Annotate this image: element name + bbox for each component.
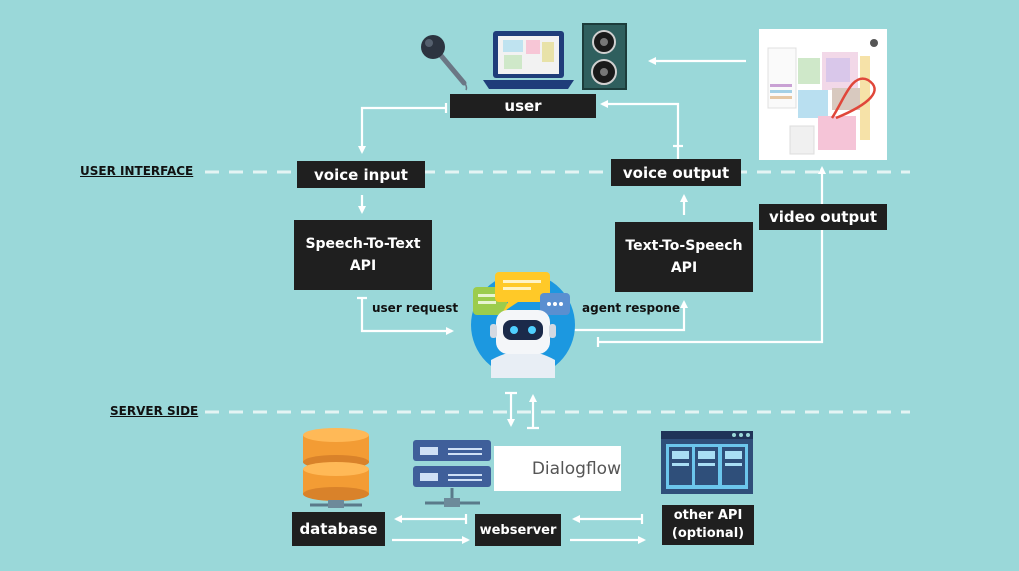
arrow-webserver-to-database bbox=[396, 514, 468, 524]
webserver-node: webserver bbox=[475, 514, 561, 546]
tts-title-line2: API bbox=[670, 260, 698, 276]
web-dashboard-icon bbox=[661, 431, 753, 494]
other-api-node: other API (optional) bbox=[662, 505, 754, 545]
arrow-server-to-chatbot bbox=[527, 396, 539, 430]
arrow-chatbot-to-server bbox=[505, 391, 517, 425]
speaker-icon bbox=[582, 23, 627, 90]
chatbot-icon bbox=[471, 272, 575, 378]
video-output-node: video output bbox=[759, 204, 887, 230]
arrow-voice-output-to-user bbox=[600, 100, 680, 160]
other-api-line2: (optional) bbox=[671, 526, 745, 541]
database-icon bbox=[303, 428, 369, 508]
laptop-icon bbox=[483, 31, 574, 89]
microphone-icon bbox=[421, 35, 468, 91]
arrow-otherapi-to-webserver bbox=[574, 514, 644, 524]
other-api-line1: other API bbox=[673, 508, 743, 523]
section-user-interface: USER INTERFACE bbox=[80, 164, 194, 178]
user-node: user bbox=[450, 94, 596, 118]
arrow-chatbot-to-tts bbox=[568, 300, 688, 332]
section-server-side: SERVER SIDE bbox=[110, 404, 199, 418]
floor-map-icon bbox=[759, 29, 887, 160]
stt-title-line1: Speech-To-Text bbox=[305, 236, 421, 252]
voice-output-node: voice output bbox=[611, 159, 741, 186]
speech-to-text-node: Speech-To-Text API bbox=[294, 220, 432, 290]
tts-title-line1: Text-To-Speech bbox=[625, 238, 743, 254]
arrow-user-to-voice-input bbox=[362, 103, 448, 152]
server-icon bbox=[413, 440, 491, 507]
dialogflow-wordmark: Dialogflow bbox=[531, 458, 621, 479]
text-to-speech-node: Text-To-Speech API bbox=[615, 222, 753, 292]
arrow-stt-to-chatbot bbox=[357, 296, 452, 331]
voice-input-node: voice input bbox=[297, 161, 425, 188]
stt-title-line2: API bbox=[349, 258, 377, 274]
database-node: database bbox=[292, 512, 385, 546]
edge-label-user-request: user request bbox=[372, 301, 459, 315]
dialogflow-logo: Dialogflow bbox=[494, 446, 621, 491]
edge-label-agent-response: agent respone bbox=[582, 301, 680, 315]
